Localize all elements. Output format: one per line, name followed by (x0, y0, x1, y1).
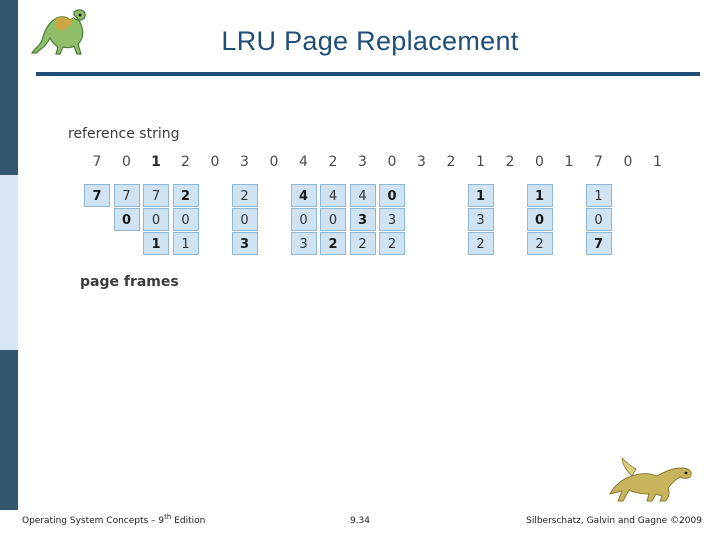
page-frame-cell: 2 (320, 232, 346, 255)
page-frame-cell: 1 (172, 232, 199, 255)
page-frame-cell: 1 (585, 184, 612, 207)
page-frame-cell: 0 (526, 208, 553, 231)
footer-left-sup: th (164, 513, 172, 521)
page-frame-column: 7 (84, 184, 110, 256)
reference-string-cell: 0 (387, 154, 397, 170)
reference-string-cell: 1 (564, 154, 574, 170)
page-frame-cell: 0 (290, 208, 317, 231)
reference-string-cell: 2 (446, 154, 456, 170)
reference-string-cell: 3 (240, 154, 249, 170)
page-frame-cell: 4 (320, 184, 346, 207)
page-frame-cell: 2 (526, 232, 553, 255)
page-frame-cell: 7 (143, 184, 169, 207)
reference-string-cell: 0 (623, 154, 633, 170)
footer-left-tail: Edition (171, 516, 206, 526)
footer-left-text: Operating System Concepts – 9 (22, 516, 165, 526)
reference-string-cell: 2 (505, 154, 515, 170)
page-frame-cell: 4 (349, 184, 376, 207)
page-frame-cell: 2 (349, 232, 376, 255)
reference-string-cell: 0 (210, 154, 220, 170)
page-frame-cell: 0 (231, 208, 258, 231)
dinosaur-logo-icon (30, 9, 86, 55)
reference-string-cell: 7 (594, 154, 603, 170)
page-frame-cell: 3 (349, 208, 376, 231)
page-frame-cell: 1 (526, 184, 553, 207)
reference-string-cell: 2 (181, 154, 190, 170)
sidebar-accent-bottom (0, 350, 18, 510)
page-frame-cell: 7 (113, 184, 140, 207)
reference-string-cell: 0 (122, 154, 131, 170)
reference-string-cell: 3 (358, 154, 367, 170)
sidebar-accent-middle (0, 175, 18, 350)
reference-string-cell: 0 (535, 154, 544, 170)
page-title: LRU Page Replacement (221, 26, 519, 56)
footer-copyright: Silberschatz, Galvin and Gagne ©2009 (526, 516, 702, 526)
page-frame-cell: 2 (467, 232, 494, 255)
page-frame-cell (113, 232, 140, 255)
page-frame-cell: 0 (172, 208, 199, 231)
page-frame-cell: 3 (231, 232, 258, 255)
reference-string-cell: 7 (92, 154, 102, 170)
reference-string-cell: 1 (653, 154, 662, 170)
page-frame-cell (84, 232, 110, 255)
page-frame-cell: 3 (467, 208, 494, 231)
page-frame-cell: 2 (172, 184, 199, 207)
page-frame-cell: 2 (231, 184, 258, 207)
page-frame-cell: 7 (585, 232, 612, 255)
page-frame-cell: 1 (467, 184, 494, 207)
page-frame-cell: 4 (290, 184, 317, 207)
title-divider (36, 72, 700, 76)
page-frame-cell: 0 (379, 184, 405, 207)
page-frame-cell: 1 (143, 232, 169, 255)
reference-string-cell: 2 (328, 154, 338, 170)
page-frame-cell: 0 (143, 208, 169, 231)
sidebar-accent-top (0, 0, 18, 175)
page-frame-cell: 0 (320, 208, 346, 231)
page-frame-cell: 0 (585, 208, 612, 231)
reference-string-cell: 3 (417, 154, 426, 170)
page-frame-cell: 3 (290, 232, 317, 255)
page-frames-label: page frames (80, 274, 179, 290)
page-frame-cell: 3 (379, 208, 405, 231)
footer-left: Operating System Concepts – 9th Edition (22, 513, 205, 526)
reference-string-cell: 0 (269, 154, 279, 170)
reference-string-cell: 4 (299, 154, 308, 170)
dinosaur-footer-icon (609, 457, 692, 502)
page-frame-cell (84, 208, 110, 231)
page-frame-cell: 0 (113, 208, 140, 231)
reference-string-cell: 1 (476, 154, 485, 170)
page-frame-cell: 7 (84, 184, 110, 207)
reference-string-cell: 1 (151, 154, 161, 170)
reference-string-label: reference string (68, 126, 180, 142)
page-frame-cell: 2 (379, 232, 405, 255)
footer-slide-number: 9.34 (349, 516, 371, 526)
